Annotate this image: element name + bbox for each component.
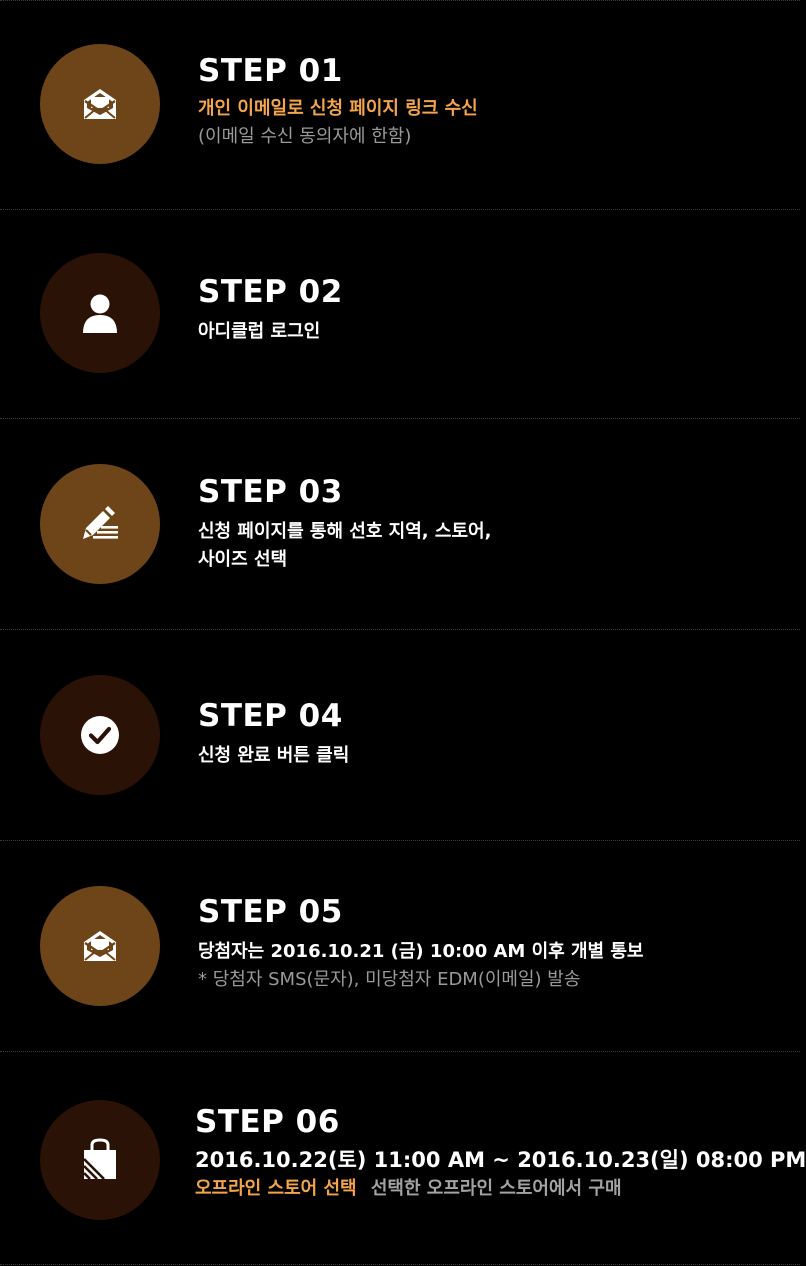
step-06-icon-circle — [40, 1100, 160, 1220]
divider — [0, 1051, 800, 1052]
divider — [0, 840, 800, 841]
step-01-note: (이메일 수신 동의자에 한함) — [198, 126, 412, 147]
step-01-title: STEP 01 — [198, 53, 343, 89]
step-05-title: STEP 05 — [198, 894, 343, 930]
step-04-description: 신청 완료 버튼 클릭 — [198, 745, 350, 766]
step-05-note: * 당첨자 SMS(문자), 미당첨자 EDM(이메일) 발송 — [198, 969, 581, 990]
step-05-description: 당첨자는 2016.10.21 (금) 10:00 AM 이후 개별 통보 — [198, 941, 644, 962]
envelope-icon — [84, 89, 116, 119]
checkmark-icon — [81, 716, 119, 754]
envelope-icon — [84, 931, 116, 961]
step-02-description: 아디클럽 로그인 — [198, 321, 321, 342]
user-icon — [83, 294, 117, 333]
step-02-icon-circle — [40, 253, 160, 373]
step-03-icon-circle — [40, 464, 160, 584]
step-06-detail: 선택한 오프라인 스토어에서 구매 — [370, 1178, 622, 1199]
step-06-description: 오프라인 스토어 선택 선택한 오프라인 스토어에서 구매 — [195, 1175, 806, 1203]
step-04-icon-circle — [40, 675, 160, 795]
divider — [0, 209, 800, 210]
step-01-icon-circle — [40, 44, 160, 164]
step-01-description: 개인 이메일로 신청 페이지 링크 수신 — [198, 98, 478, 119]
step-03-description-2: 사이즈 선택 — [198, 549, 288, 570]
step-05-icon-circle — [40, 886, 160, 1006]
shopping-bag-icon — [83, 1138, 116, 1180]
step-03-title: STEP 03 — [198, 474, 343, 510]
step-06-highlight: 오프라인 스토어 선택 — [195, 1178, 357, 1199]
step-03-description: 신청 페이지를 통해 선호 지역, 스토어, — [198, 521, 492, 542]
step-02-title: STEP 02 — [198, 274, 343, 310]
divider — [0, 418, 800, 419]
divider — [0, 629, 800, 630]
divider — [0, 0, 800, 1]
step-04-title: STEP 04 — [198, 698, 343, 734]
step-06-title: STEP 06 — [195, 1104, 340, 1140]
divider — [0, 1264, 800, 1265]
step-06-schedule: 2016.10.22(토) 11:00 AM ~ 2016.10.23(일) 0… — [195, 1148, 806, 1172]
pencil-icon — [83, 506, 118, 539]
